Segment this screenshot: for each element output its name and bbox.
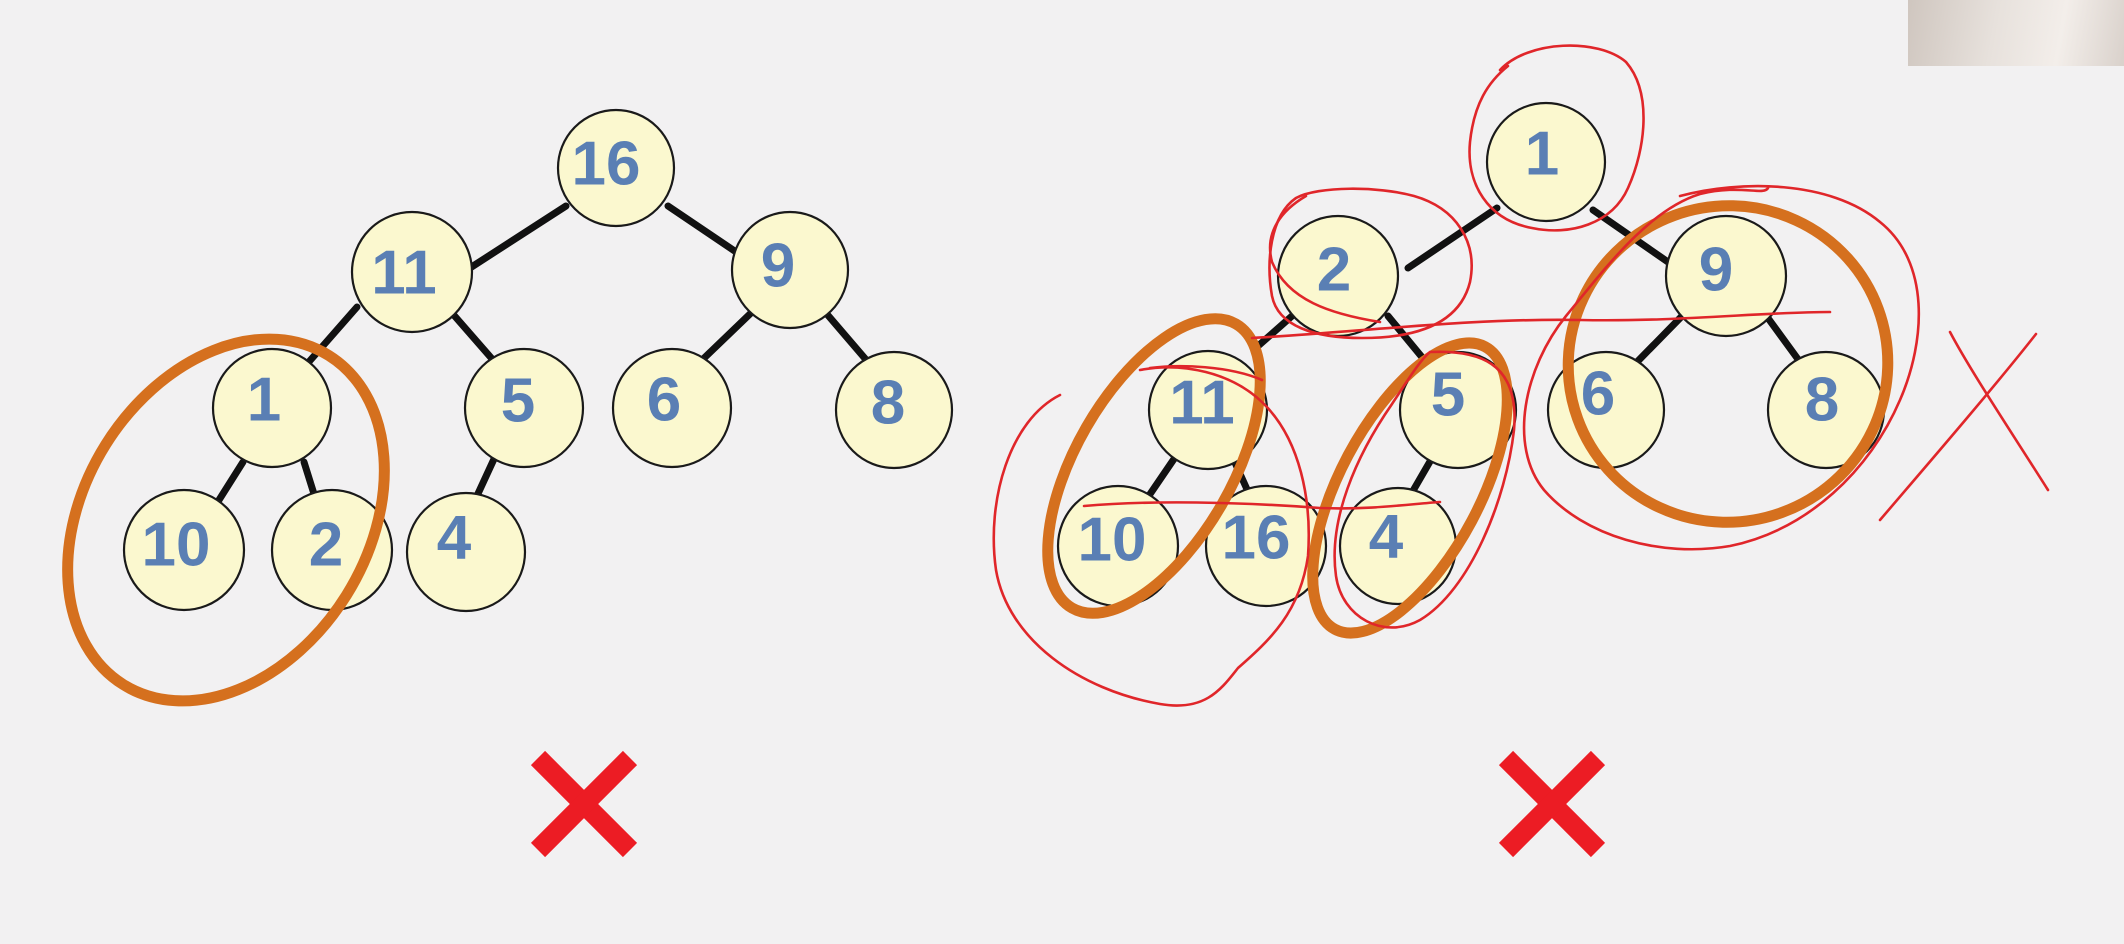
tree-node: 6 — [1546, 350, 1666, 470]
tree-node: 16 — [1204, 484, 1328, 608]
edge-1-2 — [1404, 204, 1501, 272]
annotation-loop-node-2 — [1268, 187, 1473, 340]
node-label: 4 — [437, 504, 472, 573]
left-tree-edges — [215, 202, 872, 504]
node-label: 8 — [1805, 366, 1839, 435]
red-annotations — [992, 44, 2050, 707]
node-label: 10 — [1078, 506, 1147, 575]
tree-node: 2 — [1276, 214, 1400, 338]
node-label: 11 — [1169, 369, 1235, 438]
edge-9-6 — [696, 309, 755, 366]
tree-node: 11 — [1147, 349, 1269, 471]
node-label: 4 — [1369, 503, 1404, 572]
tree-node: 8 — [834, 350, 954, 470]
node-label: 8 — [871, 369, 905, 438]
node-label: 6 — [1581, 360, 1615, 429]
highlight-ring-subtree-1 — [62, 333, 390, 707]
edge-16-9 — [664, 202, 749, 262]
tree-node: 9 — [1664, 214, 1788, 338]
right-verdict-x-mark — [1498, 750, 1606, 858]
annotation-strike-line-3 — [1148, 364, 1264, 382]
node-label: 9 — [1699, 236, 1733, 305]
highlight-ring-subtree-5 — [1307, 337, 1513, 639]
tree-node: 4 — [405, 491, 527, 613]
edge-9-8 — [822, 309, 872, 366]
tree-node: 1 — [211, 347, 333, 469]
highlight-ring-subtree-11 — [1042, 313, 1266, 619]
tree-node: 5 — [463, 347, 585, 469]
edge-2-5 — [1384, 312, 1430, 366]
edge-9-6 — [1633, 310, 1688, 366]
right-tree: 1 2 9 11 5 6 8 10 — [992, 44, 2050, 707]
node-label: 9 — [761, 232, 795, 301]
annotation-strike-line-1 — [1082, 500, 1442, 510]
node-label: 2 — [1317, 236, 1351, 305]
tree-node: 10 — [1056, 484, 1180, 608]
left-verdict-x-mark — [530, 750, 638, 858]
annotation-big-loop-right — [1522, 184, 1921, 551]
node-label: 1 — [1525, 120, 1559, 189]
node-label: 6 — [647, 366, 681, 435]
highlight-ring-subtree-9 — [1562, 200, 1894, 528]
node-label: 5 — [501, 367, 535, 436]
annotation-cross-stroke-1 — [1948, 330, 2050, 492]
tree-node: 5 — [1398, 350, 1518, 470]
edge-1-10 — [215, 458, 247, 504]
annotation-strike-line-2 — [1250, 310, 1832, 340]
tree-node: 1 — [1485, 101, 1607, 223]
annotation-big-loop-left — [992, 366, 1310, 707]
node-label: 5 — [1431, 361, 1465, 430]
edge-11-10 — [1142, 452, 1180, 504]
tree-node: 6 — [611, 347, 733, 469]
edge-1-2 — [300, 458, 318, 498]
node-label: 11 — [371, 239, 437, 308]
annotation-loop-node-1 — [1468, 44, 1645, 232]
tree-node: 11 — [350, 210, 474, 334]
webcam-overlay — [1908, 0, 2124, 66]
annotation-loop-subtree-5 — [1333, 350, 1516, 629]
edge-9-8 — [1761, 310, 1804, 366]
node-label: 2 — [309, 511, 343, 580]
edge-16-11 — [466, 202, 570, 272]
tree-node: 4 — [1338, 486, 1458, 606]
tree-node: 9 — [730, 210, 850, 330]
annotation-cross-stroke-2 — [1878, 332, 2038, 522]
edge-5-4 — [472, 455, 498, 502]
node-label: 10 — [142, 511, 211, 580]
node-label: 1 — [247, 366, 281, 435]
tree-node: 10 — [122, 488, 246, 612]
tree-node: 16 — [556, 108, 676, 228]
node-label: 16 — [1222, 504, 1291, 573]
annotation-loop-subtree-2 — [1268, 194, 1382, 324]
node-label: 16 — [572, 130, 641, 199]
left-tree: 16 11 9 1 5 6 8 10 — [62, 108, 954, 707]
